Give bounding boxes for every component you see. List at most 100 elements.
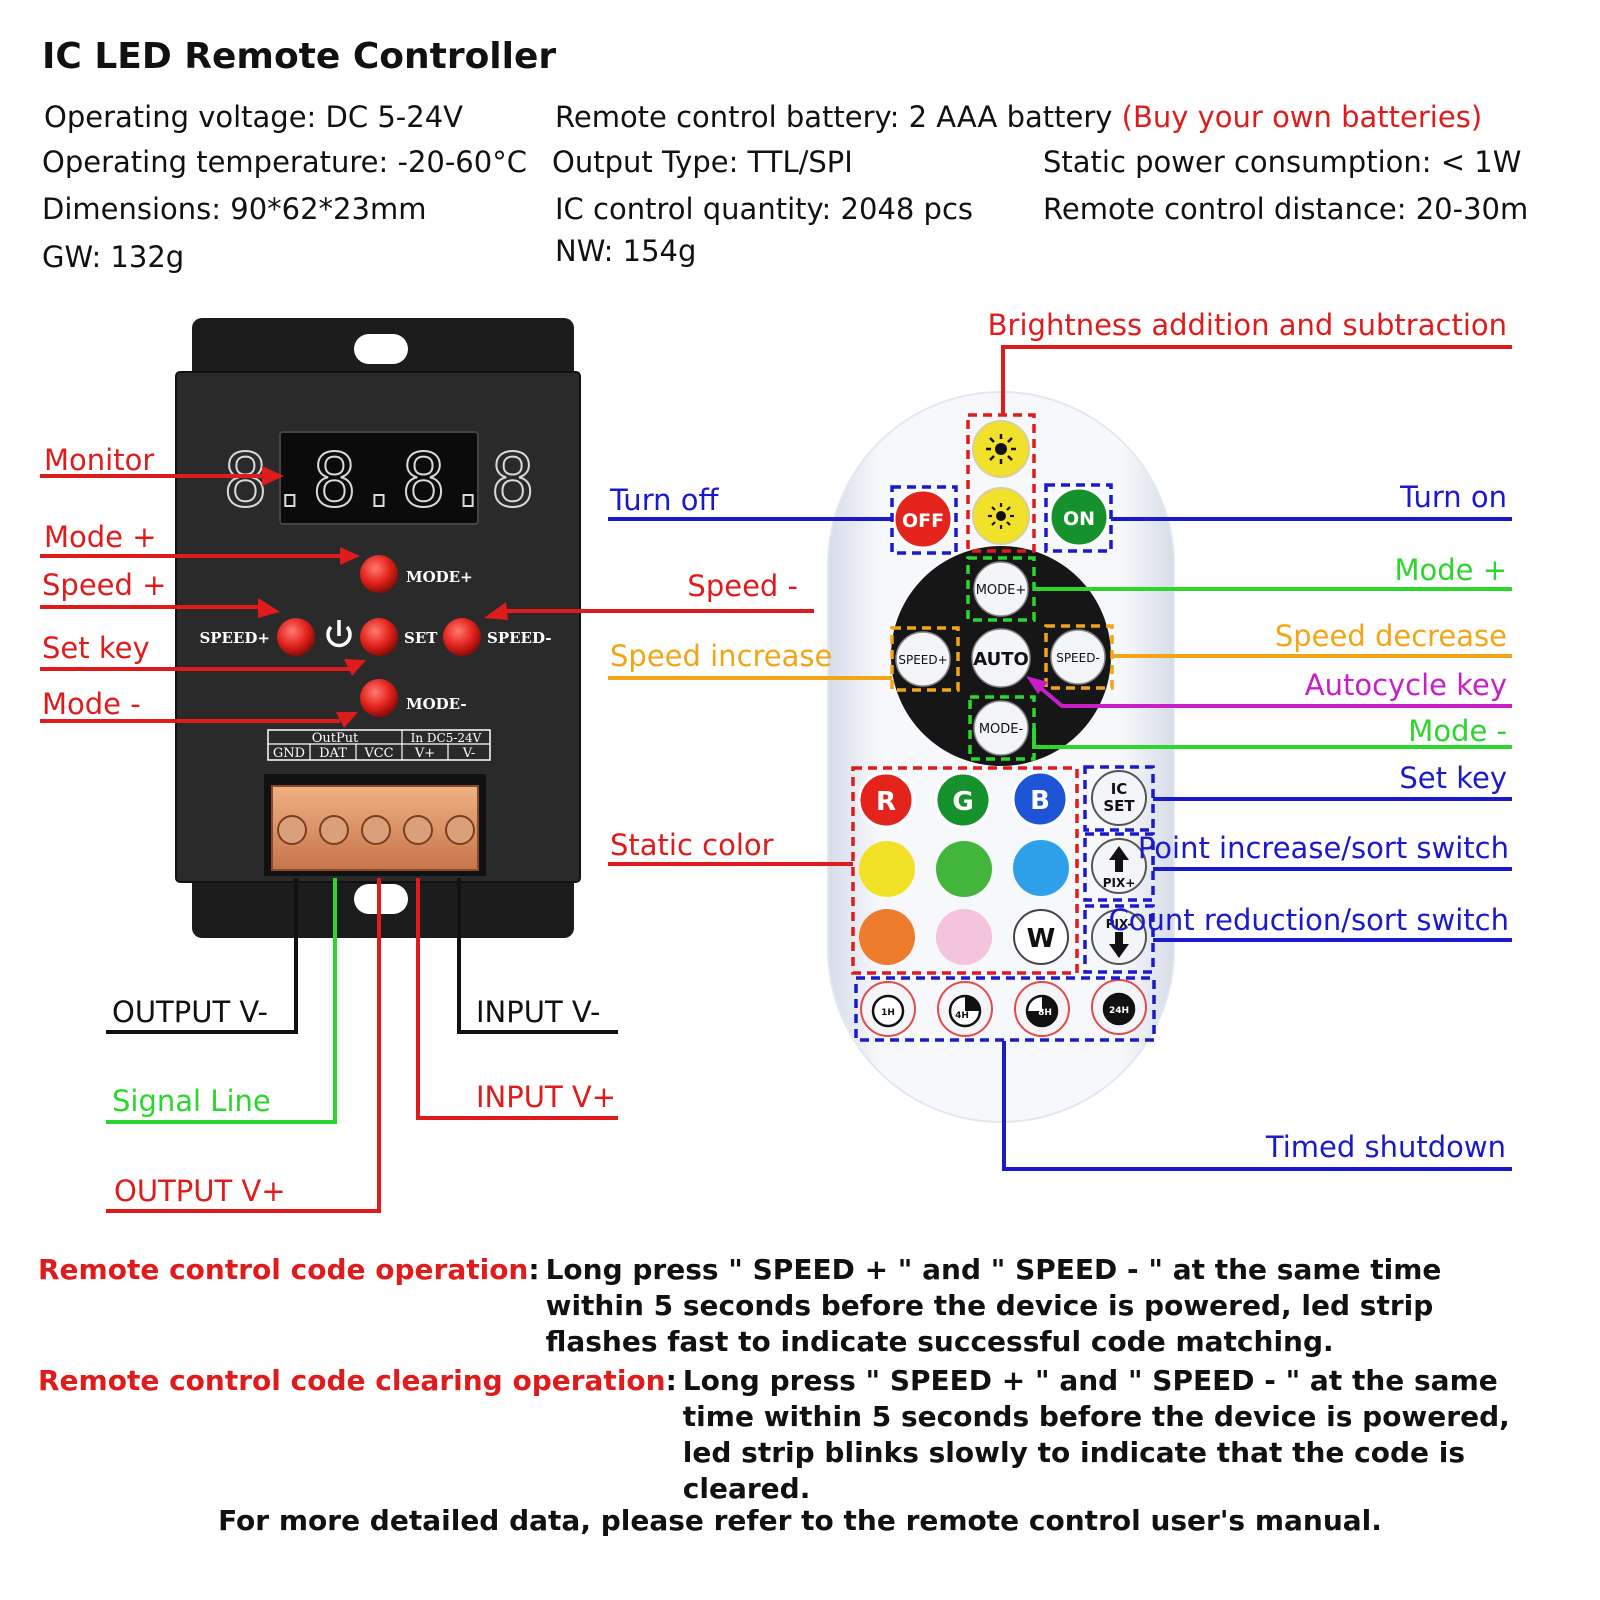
- label-speed-plus: Speed +: [42, 568, 166, 602]
- brightness-down-button[interactable]: [972, 487, 1030, 545]
- label-signal-line: Signal Line: [112, 1084, 271, 1118]
- label-set-key: Set key: [42, 631, 150, 665]
- timer-4h-text: 4H: [955, 1011, 969, 1021]
- color-green-button[interactable]: [936, 841, 992, 897]
- remote-device: OFF ON MODE+ SPEED+ AUTO SPEED- MODE- R …: [827, 391, 1175, 1123]
- input-vminus-wire: [457, 878, 618, 1034]
- timer-24h-text: 24H: [1109, 1006, 1129, 1016]
- color-b-button[interactable]: [1011, 770, 1069, 828]
- ic-set-button[interactable]: [1091, 770, 1147, 826]
- footer-note: For more detailed data, please refer to …: [218, 1504, 1382, 1537]
- mode-minus-arrow-head: [336, 712, 358, 728]
- timer-1h-button[interactable]: 1H: [860, 981, 916, 1037]
- monitor-arrow-head: [262, 466, 284, 486]
- label-remote-mode-plus: Mode +: [1394, 553, 1507, 587]
- mode-minus-text: MODE-: [406, 695, 467, 713]
- color-g-text: G: [952, 787, 973, 817]
- speed-plus-text: SPEED+: [199, 629, 270, 647]
- color-cyan-button[interactable]: [1013, 840, 1069, 896]
- box-speed-plus: [890, 626, 960, 692]
- remote-speed-plus-text: SPEED+: [898, 653, 947, 667]
- timer-8h-text: 8H: [1038, 1008, 1052, 1018]
- spec-gw: GW: 132g: [42, 240, 185, 274]
- terminal-screws: [277, 815, 475, 845]
- output-vplus-wire: [106, 878, 381, 1213]
- note-clear-operation-key: Remote control code clearing operation: [38, 1364, 666, 1397]
- remote-mode-minus-text: MODE-: [979, 722, 1024, 737]
- terminal-label-box: OutPut In DC5-24V GND DAT VCC V+ V-: [267, 729, 491, 761]
- brightness-up-button[interactable]: [972, 420, 1030, 478]
- terminal-vminus: V-: [462, 746, 476, 761]
- terminal-vcc: VCC: [363, 746, 393, 761]
- set-key-arrow-head: [344, 659, 366, 676]
- remote-speed-plus-button[interactable]: [895, 631, 951, 687]
- spec-static-power: Static power consumption: < 1W: [1043, 145, 1522, 179]
- box-ic-set: [1083, 765, 1155, 832]
- spec-temperature: Operating temperature: -20-60°C: [42, 145, 527, 179]
- note-clear-operation: Remote control code clearing operation:L…: [38, 1363, 1563, 1507]
- auto-button-text: AUTO: [973, 649, 1029, 670]
- box-pix-plus: [1083, 832, 1155, 902]
- note-code-operation: Remote control code operation:Long press…: [38, 1252, 1546, 1360]
- mode-plus-button[interactable]: [360, 555, 398, 593]
- set-text: SET: [404, 629, 438, 647]
- label-output-vminus: OUTPUT V-: [112, 995, 268, 1029]
- speed-minus-button[interactable]: [443, 618, 481, 656]
- color-w-button[interactable]: [1013, 909, 1069, 965]
- label-mode-plus: Mode +: [44, 520, 157, 554]
- timer-4h-button[interactable]: 4H: [937, 981, 993, 1037]
- on-button-text: ON: [1063, 508, 1095, 530]
- on-button[interactable]: [1048, 486, 1110, 548]
- off-button[interactable]: [892, 488, 954, 550]
- autocycle-line: [1034, 682, 1512, 708]
- speed-plus-button[interactable]: [277, 618, 315, 656]
- note-code-operation-text: Long press " SPEED + " and " SPEED - " a…: [545, 1253, 1442, 1358]
- auto-button[interactable]: [971, 628, 1031, 688]
- note-code-operation-key: Remote control code operation: [38, 1253, 529, 1286]
- arrow-down-icon: [1109, 932, 1129, 958]
- signal-line-wire: [106, 878, 337, 1124]
- speed-plus-arrow-head: [258, 598, 280, 618]
- speed-minus-text: SPEED-: [487, 629, 552, 647]
- terminal-dat: DAT: [319, 746, 347, 761]
- set-button[interactable]: [360, 618, 398, 656]
- alarm-clock-24h-icon: [1102, 992, 1136, 1026]
- spec-ic-quantity: IC control quantity: 2048 pcs: [555, 192, 974, 226]
- note-clear-operation-text: Long press " SPEED + " and " SPEED - " a…: [682, 1364, 1510, 1505]
- controller-device: 8.8.8.8 MODE+ SPEED+ SET SPEED- MODE- Ou…: [175, 318, 581, 938]
- output-vminus-wire: [106, 878, 298, 1034]
- timer-8h-button[interactable]: 8H: [1014, 981, 1070, 1037]
- mode-minus-line: [1032, 728, 1512, 749]
- spec-nw: NW: 154g: [555, 234, 697, 268]
- label-turn-off: Turn off: [609, 483, 719, 517]
- remote-mode-plus-button[interactable]: [973, 561, 1029, 617]
- color-pink-button[interactable]: [936, 909, 992, 965]
- speed-minus-arrow-head: [484, 602, 508, 620]
- color-orange-button[interactable]: [859, 909, 915, 965]
- spec-output-type: Output Type: TTL/SPI: [552, 145, 853, 179]
- mount-hole-top: [354, 334, 408, 364]
- alarm-clock-1h-icon: [871, 994, 905, 1028]
- display-panel: [279, 431, 479, 525]
- timer-24h-button[interactable]: 24H: [1091, 979, 1147, 1035]
- label-turn-on: Turn on: [1399, 480, 1507, 514]
- spec-voltage: Operating voltage: DC 5-24V: [44, 100, 463, 134]
- remote-mode-plus-text: MODE+: [976, 583, 1027, 598]
- spec-battery-text: Remote control battery: 2 AAA battery: [555, 100, 1113, 134]
- terminal-gnd: GND: [273, 746, 305, 761]
- remote-speed-minus-text: SPEED-: [1056, 651, 1100, 665]
- color-yellow-button[interactable]: [859, 841, 915, 897]
- box-static-color: [851, 766, 1079, 975]
- pix-plus-text: PIX+: [1103, 876, 1136, 890]
- label-input-vplus: INPUT V+: [476, 1080, 616, 1114]
- color-r-text: R: [876, 787, 896, 817]
- color-r-button[interactable]: [857, 771, 915, 829]
- segment-display: 8.8.8.8: [223, 438, 535, 524]
- mode-minus-button[interactable]: [360, 679, 398, 717]
- box-brightness: [966, 413, 1036, 553]
- color-g-button[interactable]: [934, 771, 992, 829]
- mode-plus-arrow-head: [340, 547, 360, 565]
- off-button-text: OFF: [902, 510, 944, 532]
- remote-mode-minus-button[interactable]: [973, 700, 1029, 756]
- remote-speed-minus-button[interactable]: [1050, 629, 1106, 685]
